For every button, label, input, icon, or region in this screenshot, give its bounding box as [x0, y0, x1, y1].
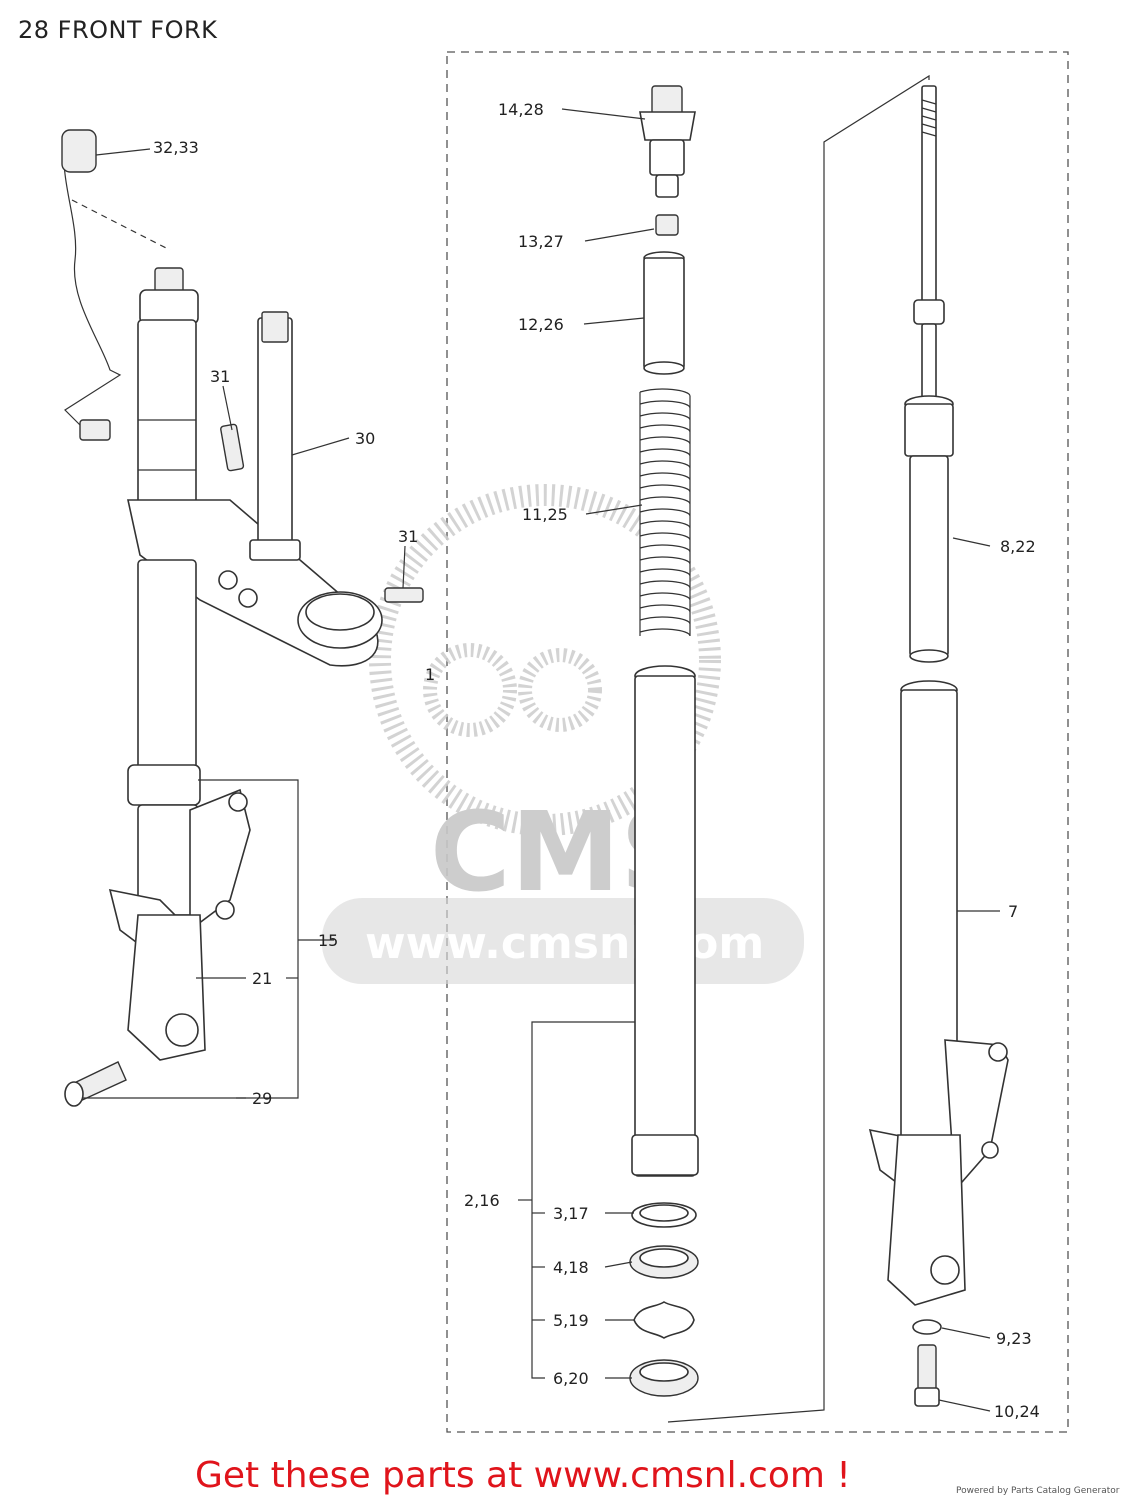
- callout-15: 15: [318, 931, 338, 950]
- callout-2-16: 2,16: [464, 1191, 500, 1210]
- center-internals: [629, 85, 699, 1397]
- callout-10-24: 10,24: [994, 1402, 1040, 1421]
- callout-7: 7: [1008, 902, 1018, 921]
- callout-9-23: 9,23: [996, 1329, 1032, 1348]
- callout-5-19: 5,19: [553, 1311, 589, 1330]
- cms-watermark: CMS www.cmsnl.com: [322, 484, 804, 984]
- callout-31-upper: 31: [210, 367, 230, 386]
- callout-21: 21: [252, 969, 272, 988]
- callout-3-17: 3,17: [553, 1204, 589, 1223]
- left-fork-assembly: [61, 129, 424, 1107]
- callout-31-lower: 31: [398, 527, 418, 546]
- dashed-group-outline: [446, 51, 1069, 1433]
- callout-labels: 14,28 32,33 13,27 12,26 31 30 11,25 31 8…: [153, 100, 1040, 1421]
- exploded-parts-diagram: CMS www.cmsnl.com: [61, 51, 1069, 1433]
- callout-32-33: 32,33: [153, 138, 199, 157]
- callout-11-25: 11,25: [522, 505, 568, 524]
- callout-8-22: 8,22: [1000, 537, 1036, 556]
- callout-4-18: 4,18: [553, 1258, 589, 1277]
- callout-14-28: 14,28: [498, 100, 544, 119]
- callout-6-20: 6,20: [553, 1369, 589, 1388]
- right-fork-parts: [868, 85, 1009, 1407]
- callout-30: 30: [355, 429, 375, 448]
- get-parts-link[interactable]: Get these parts at www.cmsnl.com !: [195, 1455, 851, 1496]
- fork-spring: [639, 388, 691, 638]
- callout-13-27: 13,27: [518, 232, 564, 251]
- callout-29: 29: [252, 1089, 272, 1108]
- watermark-url: www.cmsnl.com: [365, 918, 764, 969]
- leader-lines: [82, 74, 1000, 1423]
- callout-12-26: 12,26: [518, 315, 564, 334]
- powered-by-text: Powered by Parts Catalog Generator: [956, 1486, 1120, 1496]
- callout-1: 1: [425, 665, 435, 684]
- page-title: 28 FRONT FORK: [18, 16, 218, 44]
